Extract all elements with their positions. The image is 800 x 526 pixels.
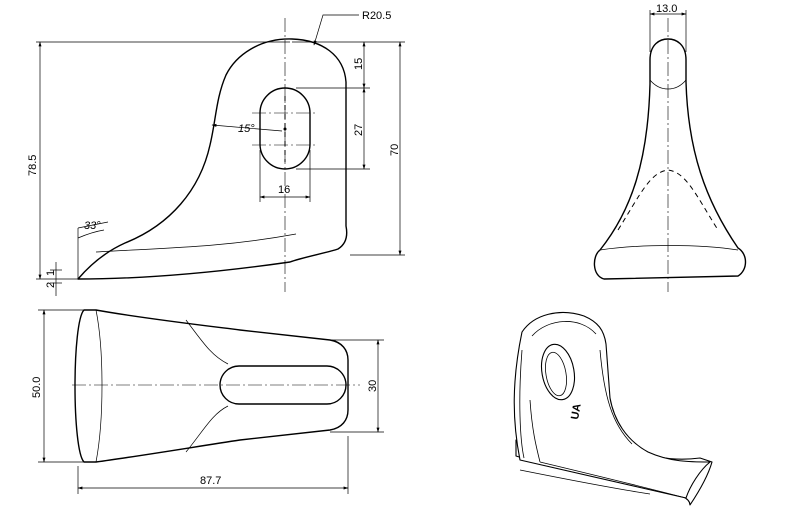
dim-87-7-label: 87.7 bbox=[200, 475, 221, 487]
iso-body bbox=[513, 312, 711, 499]
dim-16-label: 16 bbox=[278, 184, 290, 196]
front-view-blade-edge bbox=[95, 233, 297, 253]
top-view-taper-lower bbox=[185, 405, 229, 453]
dim-13-label: 13.0 bbox=[656, 3, 677, 15]
iso-side-line-1 bbox=[519, 349, 525, 459]
iso-side-line-3 bbox=[599, 349, 633, 445]
iso-side-line-2 bbox=[529, 399, 541, 463]
top-view-taper-upper bbox=[185, 319, 229, 365]
iso-top-ridge bbox=[531, 321, 597, 337]
dim-70-label: 70 bbox=[389, 144, 401, 156]
dim-78-5-label: 78.5 bbox=[27, 155, 39, 176]
side-view-hidden-arc bbox=[617, 169, 719, 231]
angle-15-label: 15° bbox=[238, 123, 255, 135]
iso-marking: UA bbox=[569, 403, 584, 421]
dim-small-2-label: 2 bbox=[45, 282, 57, 288]
top-view: 50.0 30 87.7 bbox=[31, 309, 384, 494]
iso-edge-line bbox=[539, 461, 687, 499]
iso-blade-edge bbox=[519, 469, 651, 495]
dim-15-label: 15 bbox=[353, 58, 365, 70]
iso-slot-inner bbox=[545, 351, 567, 397]
dim-30-label: 30 bbox=[367, 380, 379, 392]
angle-33-label: 33° bbox=[84, 220, 101, 232]
front-view: R20.5 15° 33° 78.5 1 2 70 15 27 bbox=[27, 10, 405, 296]
side-view-outline bbox=[593, 38, 747, 280]
dim-27-label: 27 bbox=[353, 124, 365, 136]
top-view-head-edge bbox=[95, 309, 103, 463]
radius-leader bbox=[313, 14, 359, 46]
angle-15-leader bbox=[211, 123, 283, 132]
front-view-center-point bbox=[283, 127, 287, 131]
radius-label: R20.5 bbox=[362, 10, 391, 22]
side-view: 13.0 bbox=[593, 3, 747, 292]
angle-33-ref-line bbox=[77, 221, 109, 229]
top-view-outline bbox=[74, 309, 349, 463]
dim-50-label: 50.0 bbox=[31, 377, 43, 398]
front-view-outline bbox=[77, 38, 348, 280]
iso-view: UA bbox=[513, 312, 713, 506]
angle-33-arc bbox=[77, 229, 105, 239]
dim-small-1-label: 1 bbox=[45, 270, 57, 276]
side-view-base-edge bbox=[599, 245, 739, 251]
